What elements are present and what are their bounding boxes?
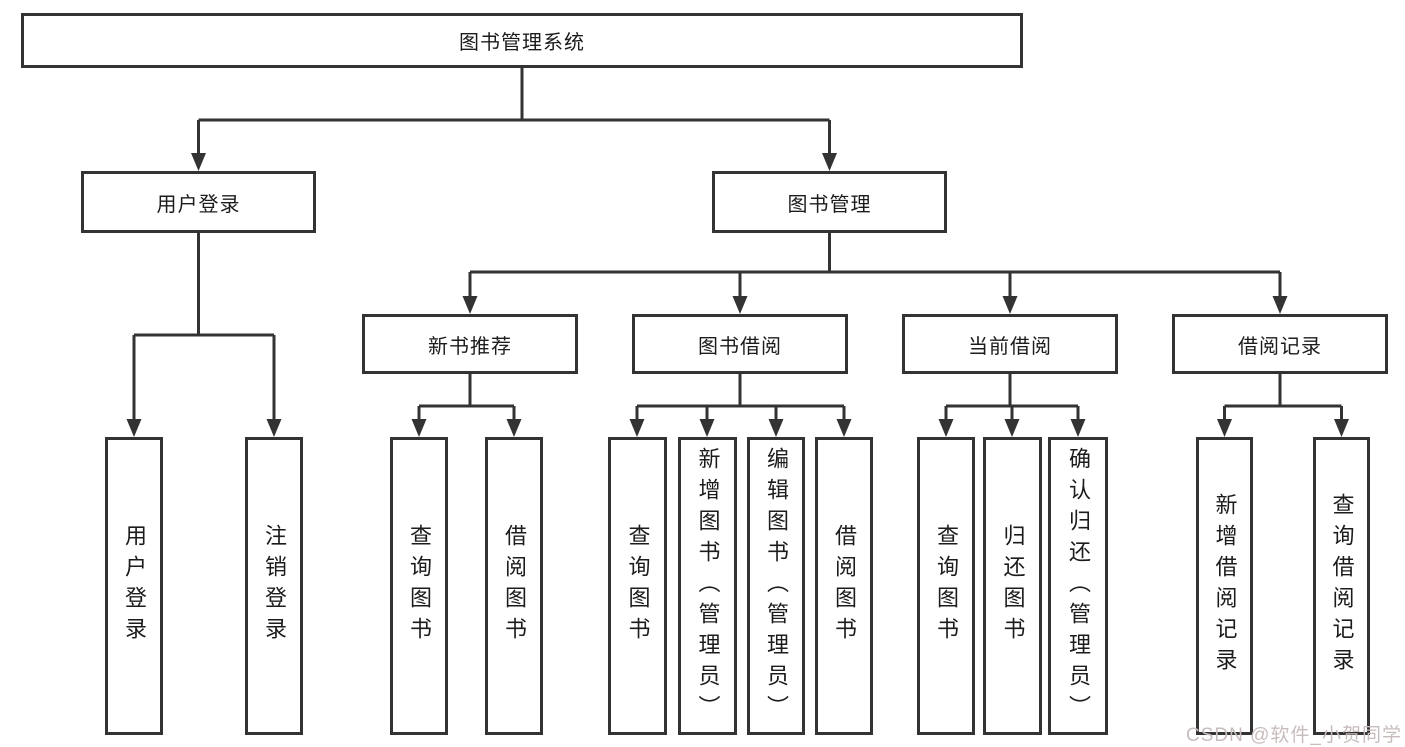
leaf-logout-label: 注销登录 — [262, 524, 287, 648]
leaf-add-borrow-record: 新增借阅记录 — [1196, 437, 1253, 735]
leaf-edit-books-admin-label: 编辑图书（管理员） — [764, 446, 789, 726]
arrowhead-icon — [836, 419, 852, 437]
leaf-borrow-books: 借阅图书 — [815, 437, 873, 735]
arrowhead-icon — [191, 153, 206, 171]
arrowhead-icon — [126, 419, 142, 437]
leaf-borrow-query-books: 查询图书 — [608, 437, 667, 735]
leaf-confirm-return-admin: 确认归还（管理员） — [1048, 437, 1108, 735]
leaf-current-query-books: 查询图书 — [917, 437, 975, 735]
leaf-logout: 注销登录 — [245, 437, 303, 735]
arrowhead-icon — [1002, 296, 1018, 314]
arrowhead-icon — [506, 419, 522, 437]
leaf-user-login: 用户登录 — [105, 437, 163, 735]
leaf-recommend-query-books: 查询图书 — [390, 437, 448, 735]
arrowhead-icon — [822, 153, 837, 171]
arrowhead-icon — [1272, 296, 1288, 314]
leaf-recommend-query-books-label: 查询图书 — [407, 524, 432, 648]
leaf-user-login-label: 用户登录 — [122, 524, 147, 648]
leaf-confirm-return-admin-label: 确认归还（管理员） — [1066, 446, 1091, 726]
arrowhead-icon — [411, 419, 427, 437]
node-book-management: 图书管理 — [712, 171, 947, 233]
arrowhead-icon — [629, 419, 645, 437]
leaf-recommend-borrow-books-label: 借阅图书 — [502, 524, 527, 648]
arrowhead-icon — [699, 419, 715, 437]
leaf-borrow-query-books-label: 查询图书 — [625, 524, 651, 648]
arrowhead-icon — [462, 296, 478, 314]
leaf-add-books-admin: 新增图书（管理员） — [678, 437, 737, 735]
csdn-watermark: CSDN @软件_小贺同学 — [1186, 725, 1402, 746]
arrowhead-icon — [1004, 419, 1020, 437]
leaf-current-query-books-label: 查询图书 — [934, 524, 959, 648]
leaf-query-borrow-record: 查询借阅记录 — [1313, 437, 1370, 735]
arrowhead-icon — [1070, 419, 1086, 437]
arrowhead-icon — [1217, 419, 1232, 437]
leaf-return-books-label: 归还图书 — [1000, 524, 1026, 648]
leaf-edit-books-admin: 编辑图书（管理员） — [747, 437, 805, 735]
arrowhead-icon — [1334, 419, 1349, 437]
leaf-query-borrow-record-label: 查询借阅记录 — [1329, 493, 1355, 679]
node-new-book-recommendation: 新书推荐 — [362, 314, 578, 374]
node-current-borrowing: 当前借阅 — [902, 314, 1118, 374]
leaf-borrow-books-label: 借阅图书 — [832, 524, 857, 648]
leaf-add-books-admin-label: 新增图书（管理员） — [695, 446, 721, 726]
arrowhead-icon — [768, 419, 784, 437]
arrowhead-icon — [938, 419, 954, 437]
leaf-add-borrow-record-label: 新增借阅记录 — [1212, 493, 1238, 679]
node-book-management-system: 图书管理系统 — [21, 13, 1023, 68]
node-borrowing-records: 借阅记录 — [1172, 314, 1388, 374]
node-user-login: 用户登录 — [81, 171, 316, 233]
arrowhead-icon — [732, 296, 748, 314]
leaf-recommend-borrow-books: 借阅图书 — [485, 437, 543, 735]
node-book-borrowing: 图书借阅 — [632, 314, 848, 374]
arrowhead-icon — [266, 419, 282, 437]
leaf-return-books: 归还图书 — [983, 437, 1042, 735]
